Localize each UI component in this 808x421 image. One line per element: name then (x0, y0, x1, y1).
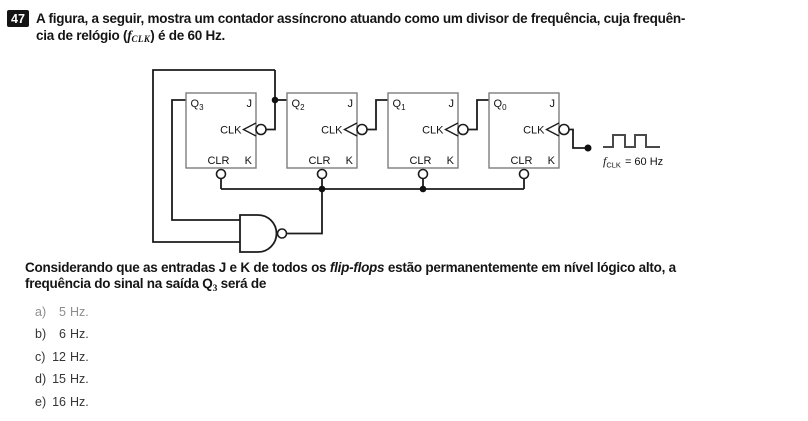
clr-label: CLR (207, 155, 229, 167)
option-letter: d) (35, 372, 47, 386)
junction-dot (318, 185, 326, 193)
nand-gate (239, 214, 288, 253)
junction-dot (584, 144, 592, 152)
clock-edge-wedge-icon (544, 122, 560, 137)
clock-waveform-icon (603, 134, 660, 148)
option-value: 12 (52, 349, 66, 364)
wire-q0-to-q1clk (468, 99, 489, 131)
clock-edge-wedge-icon (443, 122, 459, 137)
clk-label: CLK (523, 125, 545, 137)
option-value: 16 (52, 394, 66, 409)
flip-flop-q0: Q0 J CLK CLR K (488, 92, 570, 180)
option-b: b) 6 Hz. (35, 327, 89, 341)
clr-label: CLR (510, 155, 532, 167)
clr-inversion-bubble-icon (215, 168, 227, 180)
nand-inverter-bubble-icon (276, 228, 288, 239)
option-unit: Hz. (70, 327, 89, 341)
k-input-label: K (346, 155, 354, 167)
flip-flop-q3: Q3 J CLK CLR K (185, 92, 267, 180)
clock-frequency-label: fCLK= 60 Hz (603, 154, 663, 170)
clk-label: CLK (422, 125, 444, 137)
flip-flop-q1: Q1 J CLK CLR K (387, 92, 469, 180)
wire-q3-feedback (171, 99, 240, 221)
q-output-label: Q1 (393, 98, 407, 112)
question-number-badge: 47 (7, 10, 29, 27)
flip-flops-italic: flip-flops (329, 260, 385, 275)
fclk-symbol: f (127, 27, 132, 43)
clr-inversion-bubble-icon (316, 168, 328, 180)
wire-q2-feedback-loop (152, 69, 275, 243)
option-letter: a) (35, 304, 47, 319)
junction-dot (419, 185, 427, 193)
flip-flop-body (185, 92, 257, 169)
flip-flop-body (488, 92, 560, 169)
option-letter: b) (35, 327, 47, 341)
nand-gate-body (239, 214, 278, 253)
clk-inversion-bubble-icon (356, 123, 368, 136)
circuit-diagram: Q3 J CLK CLR K Q2 J CLK CLR K Q1 J CLK (152, 69, 663, 253)
option-a: a) 5 Hz. (35, 305, 89, 319)
wire-clock-input (569, 128, 588, 149)
junction-dot (271, 96, 279, 104)
option-value: 5 (59, 304, 66, 319)
k-input-label: K (447, 155, 455, 167)
j-input-label: J (348, 98, 354, 110)
clk-label: CLK (321, 125, 343, 137)
clr-label: CLR (308, 155, 330, 167)
clock-edge-wedge-icon (241, 122, 257, 137)
flip-flop-body (286, 92, 358, 169)
clk-label: CLK (220, 125, 242, 137)
j-input-label: J (550, 98, 556, 110)
k-input-label: K (245, 155, 253, 167)
flip-flop-q2: Q2 J CLK CLR K (286, 92, 368, 180)
wires (152, 69, 588, 243)
option-c: c) 12 Hz. (35, 350, 89, 364)
wire-q2-tap-vertical (266, 70, 276, 131)
wire-nand-output (286, 189, 323, 235)
option-value: 6 (59, 327, 66, 341)
option-value: 15 (52, 372, 66, 386)
q-output-label: Q2 (292, 98, 306, 112)
clk-inversion-bubble-icon (255, 123, 267, 136)
option-d: d) 15 Hz. (35, 372, 89, 386)
header-text-line-1: A figura, a seguir, mostra um contador a… (36, 11, 686, 26)
flip-flop-body (387, 92, 459, 169)
option-letter: c) (35, 349, 46, 364)
clr-inversion-bubble-icon (417, 168, 429, 180)
clock-edge-wedge-icon (342, 122, 358, 137)
j-input-label: J (247, 98, 253, 110)
option-unit: Hz. (70, 372, 89, 386)
option-unit: Hz. (70, 349, 89, 364)
k-input-label: K (548, 155, 556, 167)
clr-label: CLR (409, 155, 431, 167)
clk-inversion-bubble-icon (558, 123, 570, 136)
option-e: e) 16 Hz. (35, 395, 89, 409)
junction-dots (271, 96, 592, 193)
question-text-line-2: frequência do sinal na saída Q3 será de (25, 276, 267, 294)
question-text-line-1: Considerando que as entradas J e K de to… (25, 260, 676, 275)
option-unit: Hz. (70, 304, 89, 319)
wire-q1-to-q2clk (367, 99, 388, 131)
option-letter: e) (35, 394, 47, 409)
header-text-line-2: cia de relógio (fCLK) é de 60 Hz. (36, 27, 226, 44)
clk-inversion-bubble-icon (457, 123, 469, 136)
j-input-label: J (449, 98, 455, 110)
q-output-label: Q0 (494, 98, 508, 112)
q-output-label: Q3 (191, 98, 205, 112)
clr-inversion-bubble-icon (518, 168, 530, 180)
option-unit: Hz. (70, 394, 89, 409)
